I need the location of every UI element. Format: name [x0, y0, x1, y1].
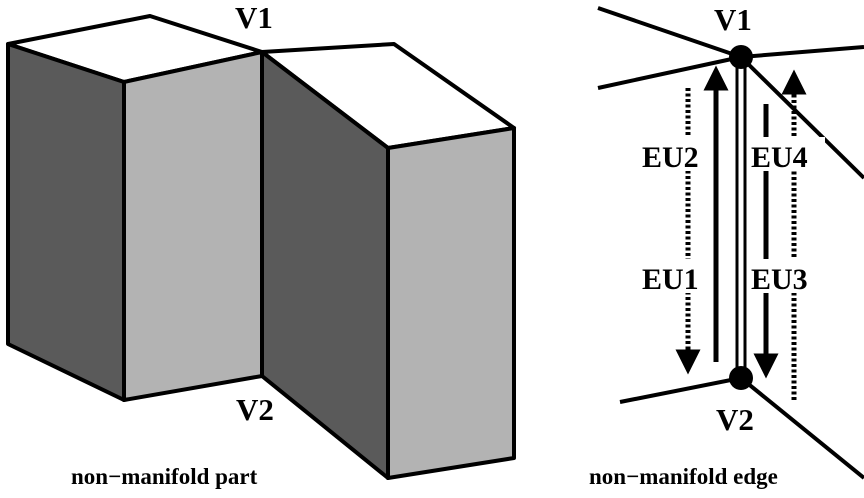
eu1-label: EU1: [642, 263, 699, 296]
v1-edge-upper-left: [597, 6, 742, 59]
eu2-label: EU2: [642, 141, 699, 174]
right-v1-label: V1: [714, 2, 752, 37]
v1-edge-lower-right: [739, 55, 864, 180]
non-manifold-part-figure: V1 V2 non−manifold part: [6, 0, 516, 489]
left-v1-label: V1: [235, 0, 273, 35]
block-a-light-face: [122, 50, 264, 402]
non-manifold-edge-figure: EU2 EU1 EU4 EU3 V1 V2 non−manifold edge: [589, 2, 864, 489]
v1-edge-right: [740, 45, 864, 59]
right-caption: non−manifold edge: [589, 464, 778, 489]
block-b-light-face: [386, 126, 516, 480]
left-v2-label: V2: [236, 392, 274, 427]
v1-edge-lower-left: [597, 55, 742, 90]
left-caption: non−manifold part: [71, 464, 258, 489]
block-a-dark-face: [6, 42, 126, 402]
eu3-label: EU3: [751, 263, 808, 296]
v2-edge-left: [619, 376, 742, 404]
v1-vertex-dot: [729, 45, 753, 69]
v2-edge-right: [739, 376, 864, 480]
right-v2-label: V2: [716, 402, 754, 437]
eu4-label: EU4: [751, 141, 808, 174]
v2-vertex-dot: [729, 366, 753, 390]
